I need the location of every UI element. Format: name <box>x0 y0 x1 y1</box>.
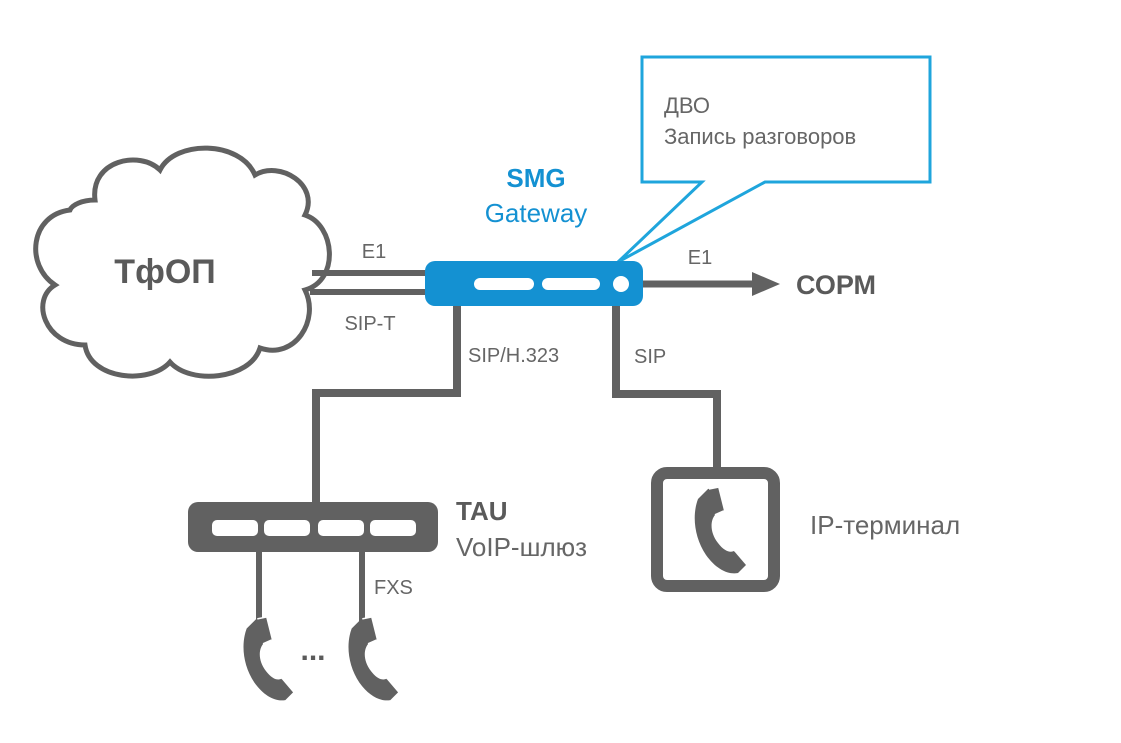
callout-line-2: Запись разговоров <box>664 124 856 149</box>
tau-title: TAU <box>456 496 508 526</box>
callout-line-1: ДВО <box>664 93 710 118</box>
e1-label-pstn: E1 <box>362 241 386 263</box>
terminal-frame <box>651 467 780 592</box>
fxs-label: FXS <box>374 577 413 599</box>
arrow-right-icon <box>752 272 780 296</box>
tau-link-label: SIP/H.323 <box>468 345 559 367</box>
pstn-links: E1 SIP-T <box>310 241 430 335</box>
callout-bubble <box>616 55 932 264</box>
sorm-label: СОРМ <box>796 270 876 300</box>
analog-phones: FXS ... <box>242 552 413 702</box>
ip-terminal: IP-терминал <box>651 467 960 592</box>
switch-icon <box>188 502 438 552</box>
gateway-subtitle: Gateway <box>485 198 588 228</box>
e1-label-sorm: E1 <box>688 247 712 269</box>
sipt-label: SIP-T <box>344 313 395 335</box>
phone-icon <box>347 615 400 702</box>
pstn-cloud: ТфОП <box>33 145 332 379</box>
link-gateway-ip-terminal <box>612 300 721 470</box>
tau-subtitle: VoIP-шлюз <box>456 532 587 562</box>
link-gateway-tau <box>312 300 461 510</box>
phones-ellipsis: ... <box>300 634 325 667</box>
tau-gateway: TAU VoIP-шлюз <box>188 496 587 562</box>
pstn-label: ТфОП <box>114 253 215 291</box>
smg-gateway: SMG Gateway <box>425 163 643 306</box>
router-icon <box>425 261 643 306</box>
ip-terminal-label: IP-терминал <box>810 510 960 540</box>
gateway-title: SMG <box>506 163 565 193</box>
cloud-icon <box>33 145 332 379</box>
phone-icon <box>242 615 295 702</box>
sorm-link: E1 СОРМ <box>640 247 876 300</box>
feature-callout: ДВО Запись разговоров <box>616 55 932 264</box>
ip-link-label: SIP <box>634 346 666 368</box>
